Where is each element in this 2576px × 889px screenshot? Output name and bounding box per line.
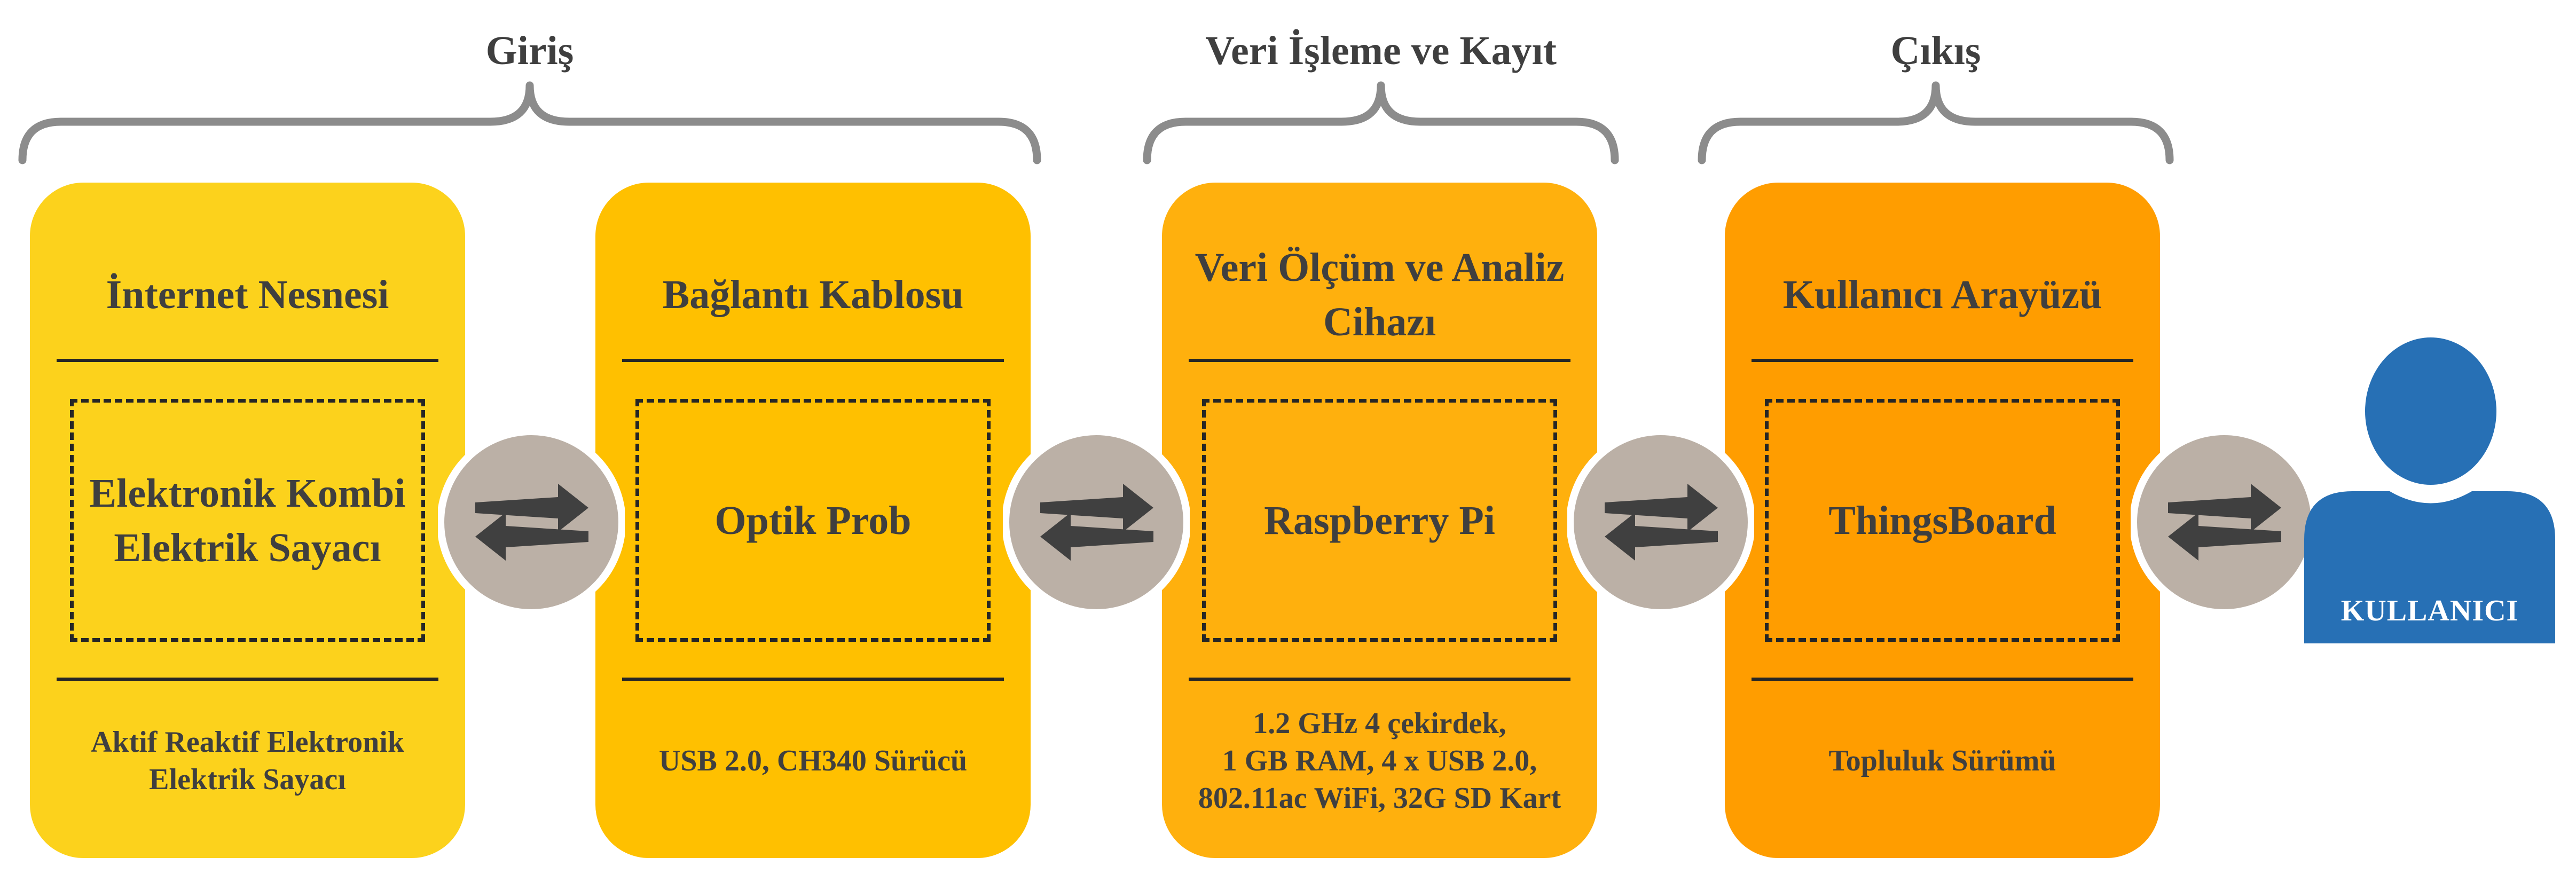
output-group-label: Çıkış — [1890, 28, 1981, 73]
user-body — [2304, 491, 2555, 643]
card-measurement-device: Veri Ölçüm ve Analiz Cihazı Raspberry Pi… — [1162, 183, 1597, 858]
component-box: Elektronik Kombi Elektrik Sayacı — [70, 399, 425, 642]
input-group-brace — [18, 81, 1041, 164]
bidirectional-arrows-icon — [1003, 429, 1190, 616]
card-title: Bağlantı Kablosu — [662, 272, 964, 317]
component-name: ThingsBoard — [1828, 498, 2056, 543]
divider — [1189, 678, 1570, 681]
bidirectional-arrows-icon — [1567, 429, 1754, 616]
processing-group-brace — [1143, 81, 1619, 164]
user-label: KULLANICI — [2341, 594, 2519, 627]
component-name: Optik Prob — [714, 498, 912, 543]
divider — [1752, 678, 2133, 681]
bidirectional-arrows-icon — [438, 429, 625, 616]
component-name: Raspberry Pi — [1264, 498, 1495, 543]
output-group-brace — [1698, 81, 2174, 164]
divider — [622, 678, 1004, 681]
card-connection-cable: Bağlantı Kablosu Optik Prob USB 2.0, CH3… — [595, 183, 1031, 858]
divider — [1189, 359, 1570, 362]
card-title: Kullanıcı Arayüzü — [1782, 272, 2102, 317]
component-detail: Topluluk Sürümü — [1828, 744, 2056, 777]
user-icon — [2304, 337, 2555, 643]
card-title: İnternet Nesnesi — [106, 272, 389, 317]
card-internet-object: İnternet Nesnesi Elektronik Kombi Elektr… — [30, 183, 465, 858]
component-box: Raspberry Pi — [1202, 399, 1557, 642]
card-title: Veri Ölçüm ve Analiz Cihazı — [1195, 245, 1565, 344]
divider — [57, 678, 438, 681]
input-group-label: Giriş — [485, 28, 574, 73]
group-braces — [18, 81, 2174, 164]
divider — [622, 359, 1004, 362]
component-name: Elektronik Kombi Elektrik Sayacı — [89, 470, 406, 570]
user-head — [2365, 337, 2496, 485]
processing-group-label: Veri İşleme ve Kayıt — [1205, 28, 1557, 73]
divider — [57, 359, 438, 362]
card-user-interface: Kullanıcı Arayüzü ThingsBoard Topluluk S… — [1725, 183, 2160, 858]
component-detail: Aktif Reaktif Elektronik Elektrik Sayacı — [91, 725, 404, 796]
component-detail: 1.2 GHz 4 çekirdek, 1 GB RAM, 4 x USB 2.… — [1198, 706, 1561, 815]
component-box: ThingsBoard — [1765, 399, 2120, 642]
component-box: Optik Prob — [635, 399, 991, 642]
component-detail: USB 2.0, CH340 Sürücü — [658, 744, 968, 777]
divider — [1752, 359, 2133, 362]
bidirectional-arrows-icon — [2131, 429, 2318, 616]
